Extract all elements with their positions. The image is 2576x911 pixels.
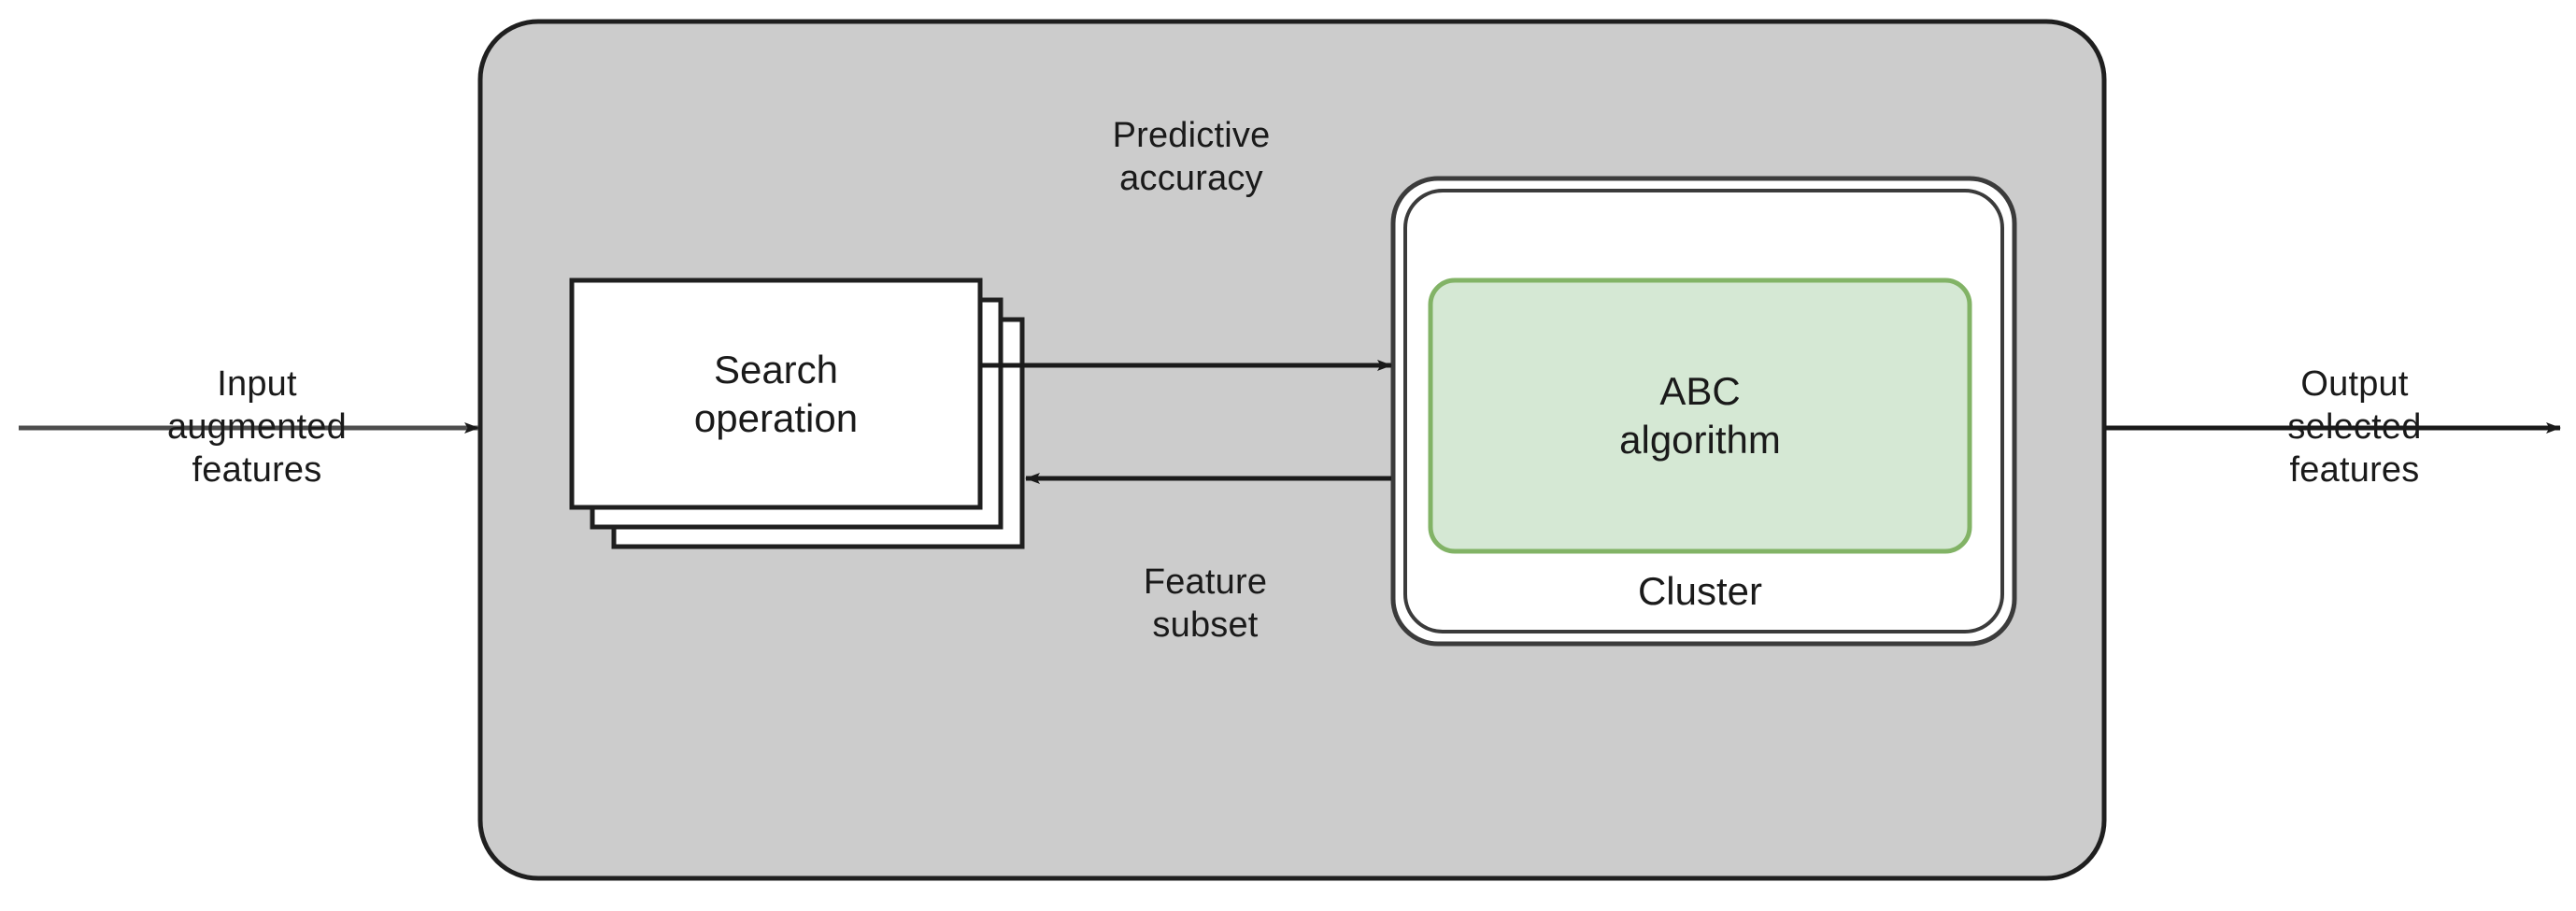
- feature-subset-label: Feature subset: [1143, 562, 1268, 645]
- output-label: Output selected features: [2287, 364, 2422, 490]
- abc-algorithm-box[interactable]: [1428, 278, 1972, 554]
- search-operation-card-front[interactable]: [569, 278, 983, 510]
- predictive-accuracy-label: Predictive accuracy: [1112, 116, 1271, 198]
- input-label: Input augmented features: [167, 364, 347, 490]
